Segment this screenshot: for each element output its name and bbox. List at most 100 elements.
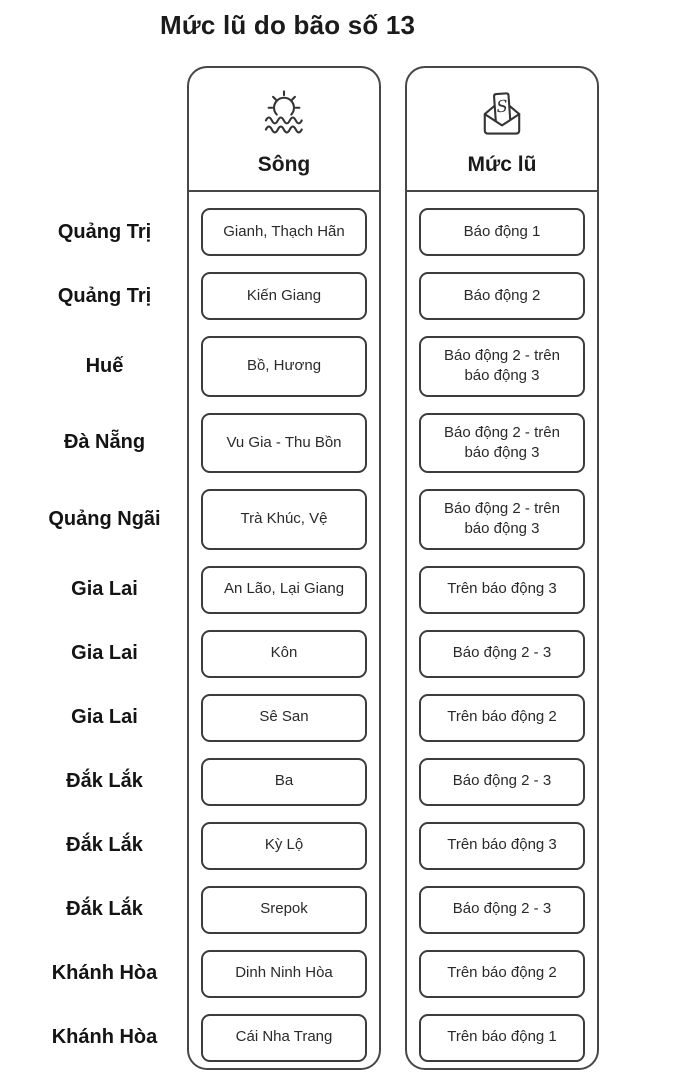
column-gap: [381, 489, 405, 550]
flood-level-pill: Trên báo động 2: [419, 949, 585, 998]
table-row: Quảng Trị Gianh, Thạch Hãn Báo động 1: [0, 208, 680, 256]
flood-level-pill: Báo động 2 - 3: [419, 885, 585, 934]
flood-level-cell: Báo động 2 - 3: [405, 757, 599, 806]
flood-level-cell: Báo động 1: [405, 208, 599, 256]
column-gap: [381, 1014, 405, 1062]
river-pill: Vu Gia - Thu Bồn: [201, 412, 367, 473]
flood-level-pill: Báo động 2 - 3: [419, 757, 585, 806]
flood-level-pill: Báo động 2 - trên báo động 3: [419, 336, 585, 397]
flood-level-pill: Trên báo động 3: [419, 821, 585, 870]
column-gap: [381, 822, 405, 870]
river-pill: Gianh, Thạch Hãn: [201, 208, 367, 256]
flood-level-pill: Báo động 1: [419, 208, 585, 256]
river-cell: Sê San: [187, 693, 381, 742]
province-label: Gia Lai: [71, 578, 138, 600]
column-gap: [381, 886, 405, 934]
province-label: Huế: [85, 354, 124, 377]
province-label: Quảng Trị: [57, 220, 152, 243]
flood-level-pill: Báo động 2 - trên báo động 3: [419, 489, 585, 550]
flood-level-cell: Báo động 2 - 3: [405, 885, 599, 934]
flood-column-header: S Mức lũ: [407, 68, 597, 192]
river-cell: Kôn: [187, 629, 381, 678]
province-label: Đắk Lắk: [66, 898, 143, 920]
province-label: Đà Nẵng: [63, 431, 146, 454]
table-row: Gia Lai Kôn Báo động 2 - 3: [0, 629, 680, 678]
river-cell: Bồ, Hương: [187, 336, 381, 397]
table-row: Đà Nẵng Vu Gia - Thu Bồn Báo động 2 - tr…: [0, 412, 680, 474]
open-envelope-letter-icon: S: [483, 92, 521, 135]
flood-level-cell: Báo động 2: [405, 272, 599, 320]
river-pill: Srepok: [201, 885, 367, 934]
river-pill: Kiến Giang: [201, 272, 367, 320]
column-gap: [381, 630, 405, 678]
flood-level-cell: Báo động 2 - trên báo động 3: [405, 336, 599, 397]
river-column-title: Sông: [257, 153, 311, 176]
column-gap: [381, 413, 405, 474]
column-gap: [381, 208, 405, 256]
table-row: Huế Bồ, Hương Báo động 2 - trên báo động…: [0, 336, 680, 397]
table-row: Khánh Hòa Dinh Ninh Hòa Trên báo động 2: [0, 949, 680, 998]
river-cell: Gianh, Thạch Hãn: [187, 208, 381, 256]
flood-level-pill: Báo động 2: [419, 272, 585, 320]
column-gap: [381, 694, 405, 742]
column-gap: [381, 758, 405, 806]
table-row: Quảng Trị Kiến Giang Báo động 2: [0, 272, 680, 320]
river-cell: An Lão, Lại Giang: [187, 565, 381, 614]
river-pill: An Lão, Lại Giang: [201, 565, 367, 614]
river-cell: Srepok: [187, 885, 381, 934]
flood-level-cell: Báo động 2 - 3: [405, 629, 599, 678]
river-cell: Dinh Ninh Hòa: [187, 949, 381, 998]
flood-level-cell: Trên báo động 2: [405, 949, 599, 998]
province-label: Quảng Trị: [57, 284, 152, 307]
flood-level-pill: Trên báo động 1: [419, 1013, 585, 1062]
province-label: Gia Lai: [71, 642, 138, 664]
flood-column-title: Mức lũ: [467, 153, 537, 176]
river-cell: Kiến Giang: [187, 272, 381, 320]
column-gap: [381, 950, 405, 998]
column-gap: [381, 272, 405, 320]
river-pill: Trà Khúc, Vệ: [201, 489, 367, 550]
province-label: Quảng Ngãi: [48, 507, 161, 530]
table-row: Quảng Ngãi Trà Khúc, Vệ Báo động 2 - trê…: [0, 489, 680, 550]
flood-level-cell: Báo động 2 - trên báo động 3: [405, 412, 599, 473]
table-row: Đắk Lắk Kỳ Lộ Trên báo động 3: [0, 821, 680, 870]
flood-level-pill: Báo động 2 - trên báo động 3: [419, 412, 585, 473]
river-cell: Ba: [187, 757, 381, 806]
flood-level-pill: Trên báo động 2: [419, 693, 585, 742]
table-row: Gia Lai An Lão, Lại Giang Trên báo động …: [0, 565, 680, 614]
province-label: Gia Lai: [71, 706, 138, 728]
table-row: Khánh Hòa Cái Nha Trang Trên báo động 1: [0, 1013, 680, 1062]
column-gap: [381, 566, 405, 614]
flood-level-cell: Trên báo động 2: [405, 693, 599, 742]
table-row: Đắk Lắk Srepok Báo động 2 - 3: [0, 885, 680, 934]
flood-level-cell: Trên báo động 3: [405, 821, 599, 870]
flood-level-pill: Báo động 2 - 3: [419, 629, 585, 678]
province-label: Khánh Hòa: [51, 962, 158, 984]
sun-over-waves-icon: [264, 90, 303, 134]
flood-level-cell: Trên báo động 1: [405, 1013, 599, 1062]
province-label: Khánh Hòa: [51, 1026, 158, 1048]
river-cell: Trà Khúc, Vệ: [187, 489, 381, 550]
river-pill: Cái Nha Trang: [201, 1013, 367, 1062]
flood-level-cell: Trên báo động 3: [405, 565, 599, 614]
river-pill: Kôn: [201, 629, 367, 678]
flood-level-cell: Báo động 2 - trên báo động 3: [405, 489, 599, 550]
table-row: Đắk Lắk Ba Báo động 2 - 3: [0, 757, 680, 806]
river-pill: Ba: [201, 757, 367, 806]
river-pill: Bồ, Hương: [201, 336, 367, 397]
river-pill: Sê San: [201, 693, 367, 742]
river-pill: Dinh Ninh Hòa: [201, 949, 367, 998]
river-cell: Cái Nha Trang: [187, 1013, 381, 1062]
svg-text:S: S: [496, 96, 508, 116]
river-column-header: Sông: [189, 68, 379, 192]
column-gap: [381, 336, 405, 397]
province-label: Đắk Lắk: [66, 770, 143, 792]
page-title: Mức lũ do bão số 13: [160, 10, 416, 40]
province-label: Đắk Lắk: [66, 834, 143, 856]
rows-container: Quảng Trị Gianh, Thạch Hãn Báo động 1 Qu…: [0, 208, 680, 1062]
river-cell: Kỳ Lộ: [187, 821, 381, 870]
flood-level-pill: Trên báo động 3: [419, 565, 585, 614]
table-row: Gia Lai Sê San Trên báo động 2: [0, 693, 680, 742]
river-cell: Vu Gia - Thu Bồn: [187, 412, 381, 473]
